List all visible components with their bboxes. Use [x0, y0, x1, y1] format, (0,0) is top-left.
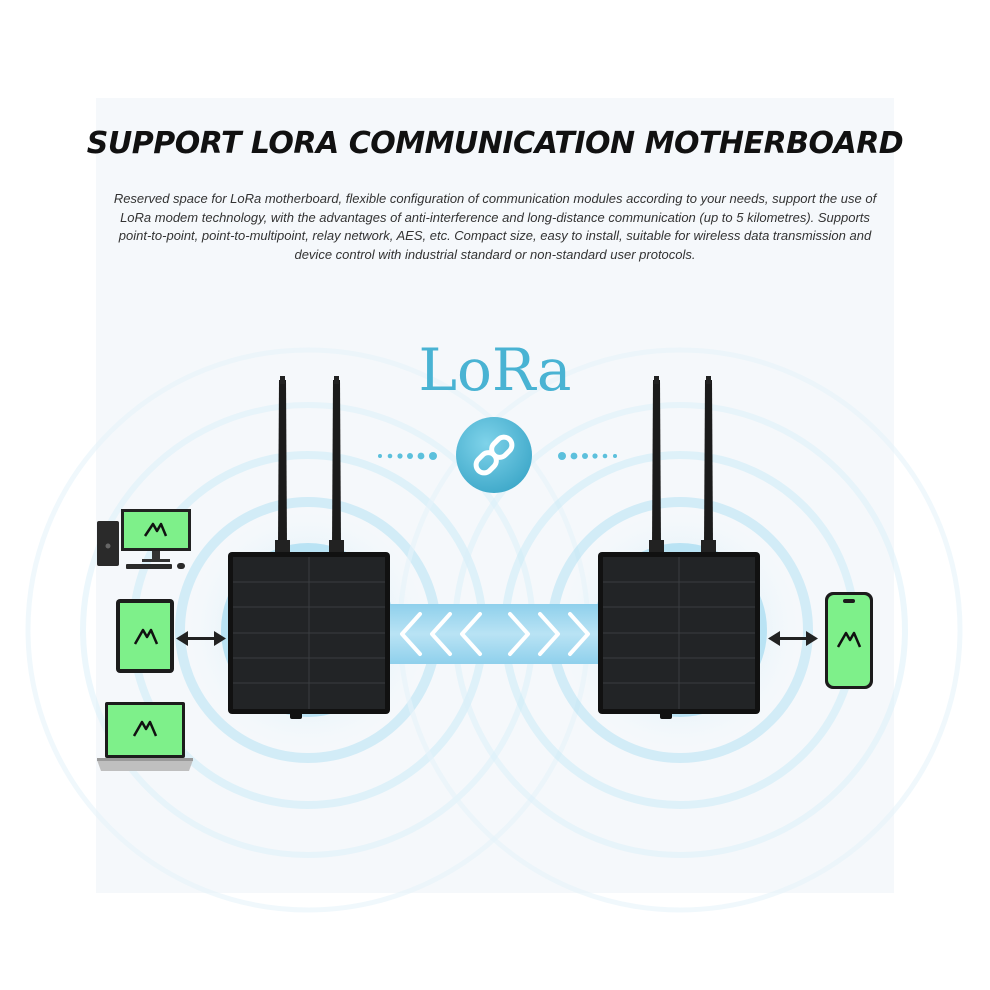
lora-gateway-left	[228, 376, 390, 719]
page-title: SUPPORT LORA COMMUNICATION MOTHERBOARD	[86, 126, 904, 161]
tablet-icon	[116, 599, 174, 673]
antenna-icon	[275, 376, 290, 554]
antenna-icon	[649, 376, 664, 554]
double-arrow-icon	[768, 631, 818, 646]
lora-logo: LoRa	[418, 336, 571, 404]
chevron-right-icon	[538, 612, 560, 656]
antenna-icon	[329, 376, 344, 554]
desktop-computer-icon	[97, 509, 191, 569]
link-icon	[456, 417, 532, 493]
chevron-left-icon	[430, 612, 452, 656]
transmission-band	[380, 604, 610, 664]
link-dots-right	[558, 452, 617, 460]
antenna-icon	[701, 376, 716, 554]
double-arrow-icon	[176, 631, 226, 646]
smartphone-icon	[825, 592, 873, 689]
chevron-left-icon	[460, 612, 482, 656]
chevron-right-icon	[568, 612, 590, 656]
lora-gateway-right	[598, 376, 760, 719]
link-dots-left	[378, 452, 437, 460]
laptop-icon	[97, 702, 193, 771]
description-text: Reserved space for LoRa motherboard, fle…	[113, 191, 877, 262]
solar-panel-icon	[598, 552, 760, 719]
chevron-right-icon	[508, 612, 530, 656]
chevron-left-icon	[400, 612, 422, 656]
solar-panel-icon	[228, 552, 390, 719]
